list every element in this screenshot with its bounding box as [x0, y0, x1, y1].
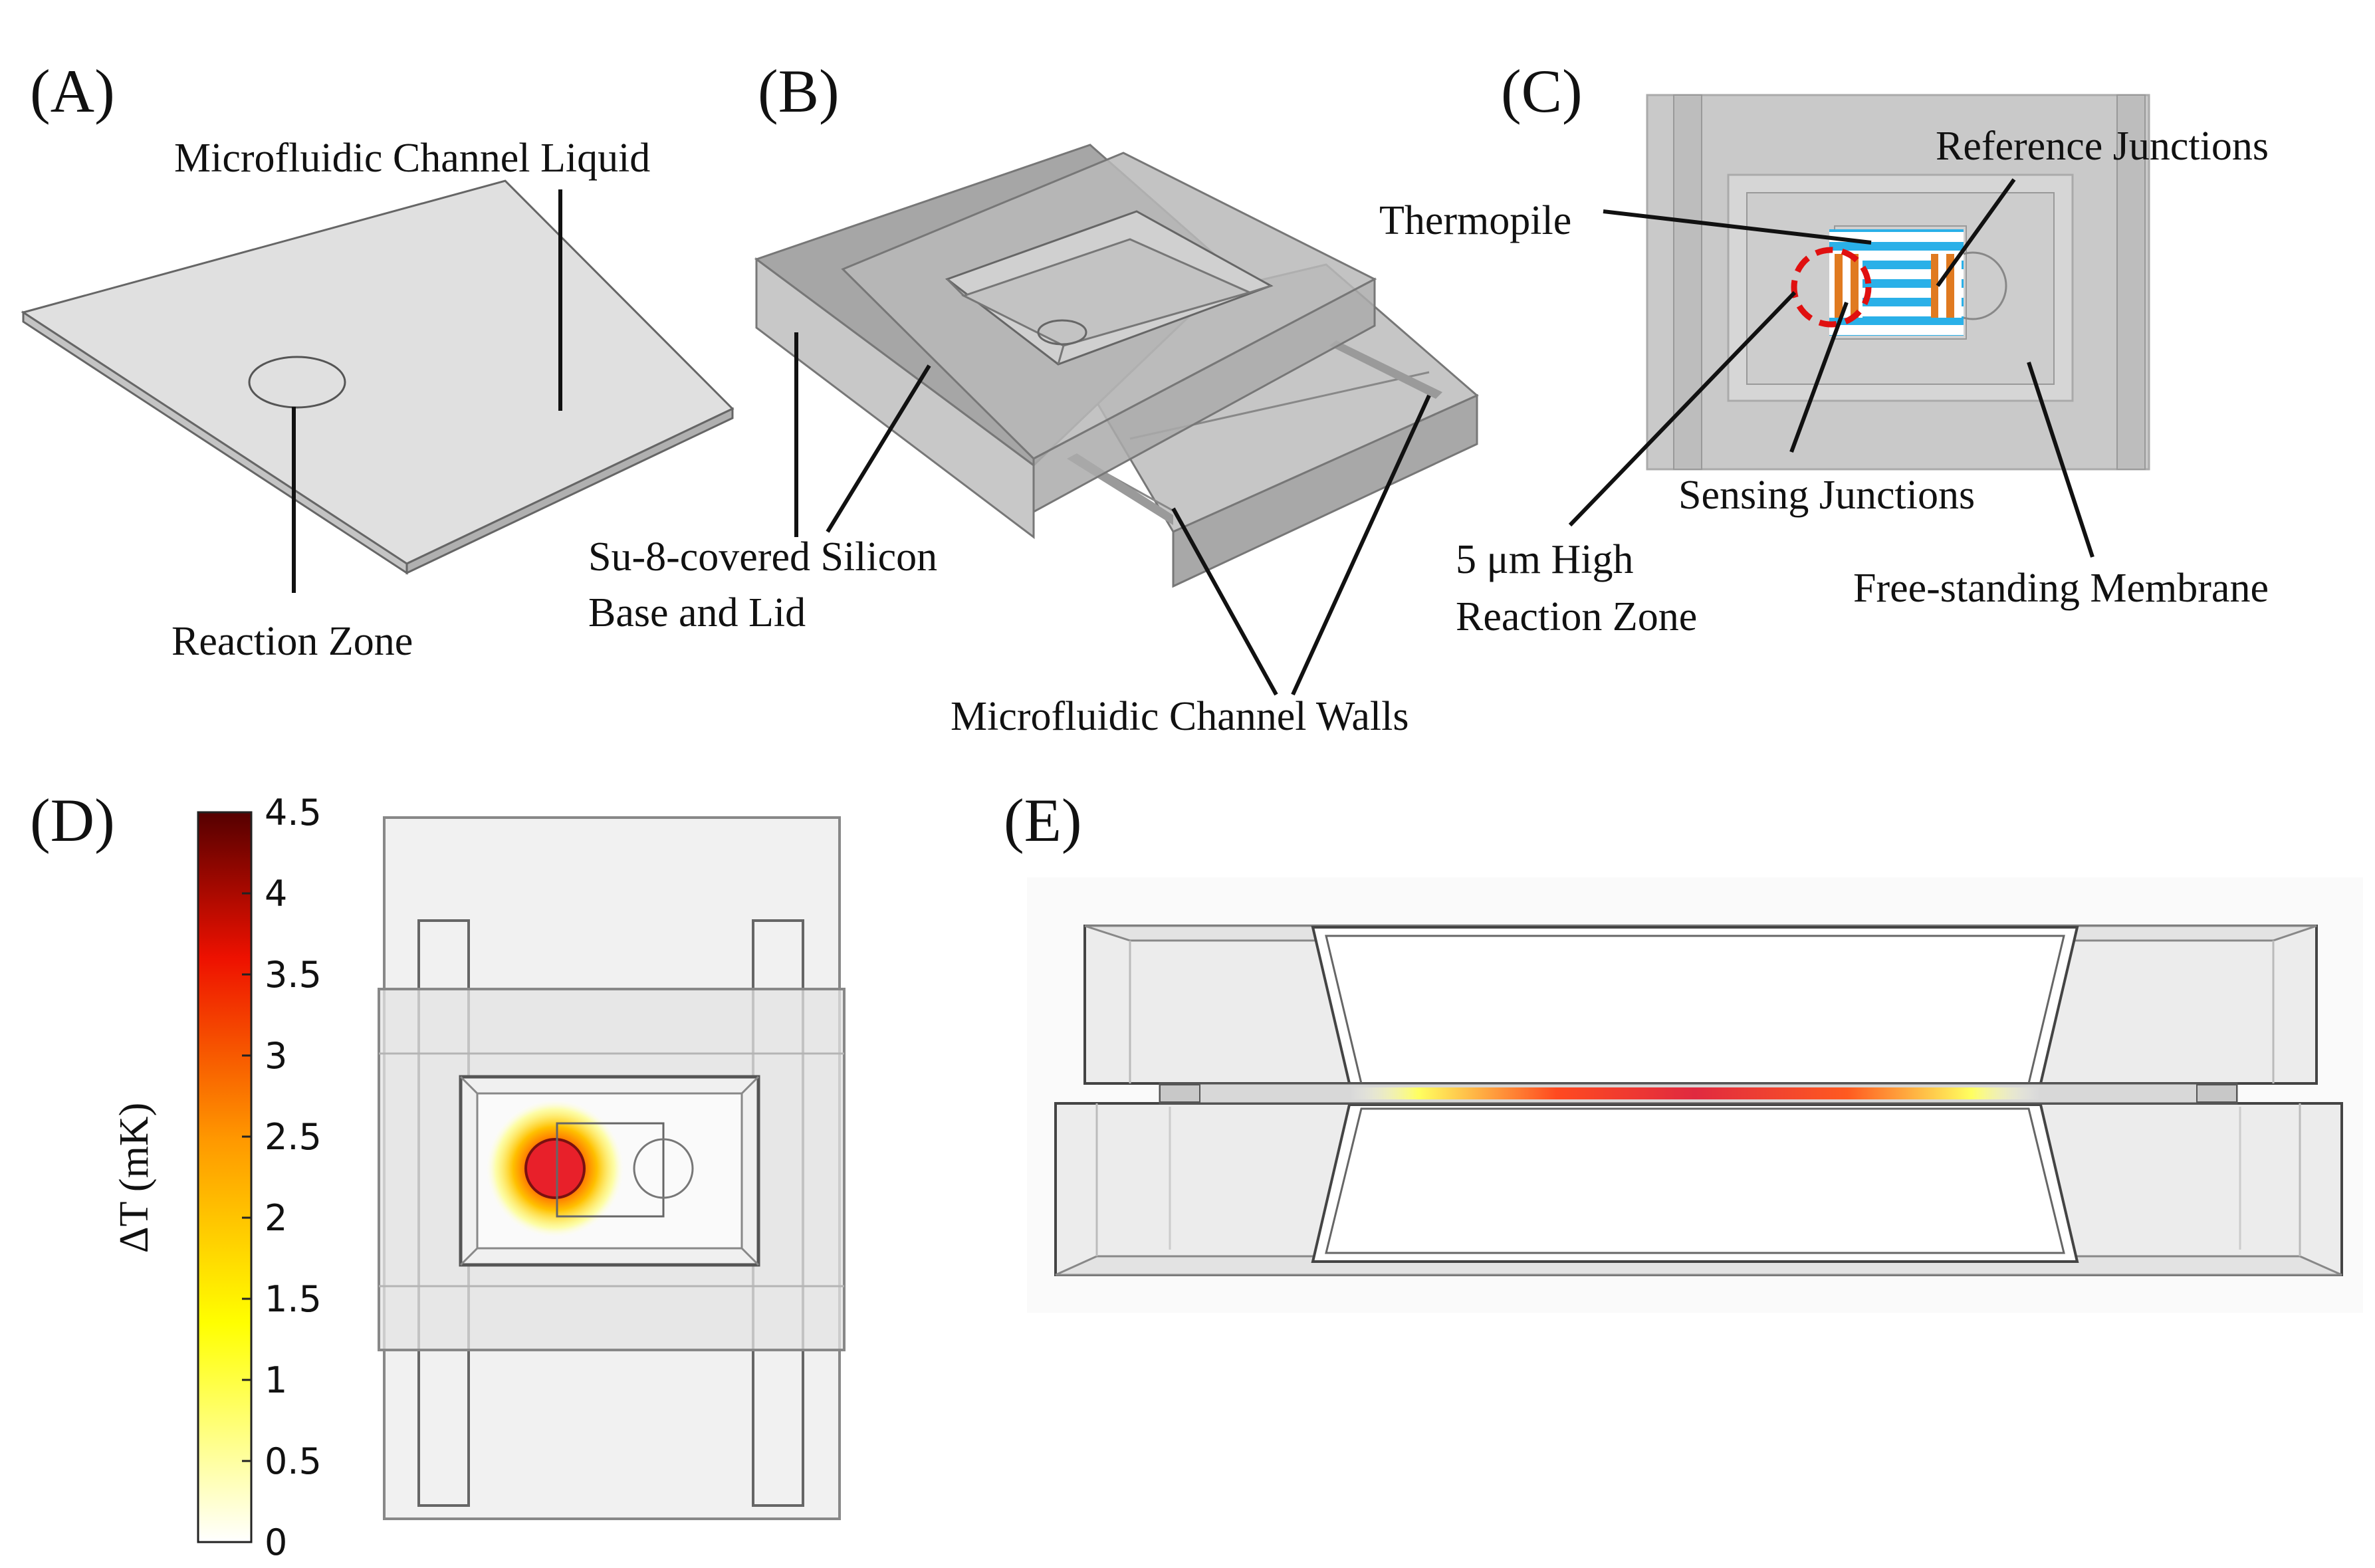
label-sensing-junctions: Sensing Junctions [1678, 473, 1975, 518]
leader-wall-left [1171, 507, 1278, 696]
leader-base [826, 364, 931, 533]
colorbar-tick-label: 4 [265, 873, 287, 915]
colorbar-tick-label: 1 [265, 1359, 287, 1401]
panel-e-letter: (E) [1004, 786, 1081, 854]
panel-a: (A) Microfluidic Channel Liquid Reaction… [21, 57, 735, 664]
label-membrane: Free-standing Membrane [1853, 566, 2269, 611]
reaction-zone-outline [248, 356, 346, 409]
label-base-lid-line1: Su-8-covered Silicon [588, 534, 937, 580]
label-base-lid-line2: Base and Lid [588, 590, 806, 635]
colorbar-tick-label: 3.5 [265, 954, 322, 996]
colorbar-ticks: 0 0.5 1 1.5 2 2.5 3 3.5 4 4.5 [242, 792, 322, 1563]
reaction-zone-dashed [1791, 247, 1872, 328]
panel-c-letter: (C) [1501, 57, 1583, 125]
colorbar-tick-label: 2 [265, 1197, 287, 1239]
colorbar [197, 811, 253, 1543]
leader-reaction-zone-c [1568, 290, 1797, 527]
colorbar-tick-label: 3 [265, 1035, 287, 1077]
colorbar-tick-label: 0 [265, 1521, 287, 1563]
label-reaction-zone-line2: Reaction Zone [1456, 594, 1697, 639]
panel-b-letter: (B) [758, 57, 840, 125]
reference-junctions [1931, 254, 1962, 318]
panel-d-letter: (D) [30, 786, 115, 854]
leader-membrane [2027, 362, 2094, 558]
colorbar-label: ΔT (mK) [112, 1103, 157, 1253]
panel-e: (E) [1004, 786, 2363, 1313]
label-channel-liquid: Microfluidic Channel Liquid [174, 136, 650, 181]
leader-sensing [1789, 301, 1849, 453]
colorbar-tick-label: 0.5 [265, 1440, 322, 1482]
colorbar-tick-label: 4.5 [265, 792, 322, 834]
label-reaction-zone: Reaction Zone [171, 619, 413, 664]
label-reference-junctions: Reference Junctions [1936, 124, 2269, 169]
label-reaction-zone-line1: 5 μm High [1456, 537, 1633, 582]
panel-c: (C) Thermopile Reference Junctions Sensi… [1379, 57, 2269, 639]
device-3d-model [754, 144, 1479, 588]
channel-liquid-slab [21, 179, 735, 575]
colorbar-tick-label: 1.5 [265, 1278, 322, 1320]
leader-thermopile [1603, 209, 1872, 245]
label-channel-walls: Microfluidic Channel Walls [951, 694, 1409, 739]
heat-top-view [378, 816, 846, 1520]
panel-a-letter: (A) [30, 57, 115, 125]
panel-b: (B) Su-8-covered Silicon [588, 57, 1479, 739]
heat-line [1349, 1087, 2041, 1099]
leader-wall-right [1291, 394, 1431, 696]
label-thermopile: Thermopile [1379, 198, 1571, 243]
heat-side-view [1054, 925, 2343, 1276]
colorbar-tick-label: 2.5 [265, 1116, 322, 1158]
panel-d: (D) 0 0.5 1 1.5 2 2.5 3 3.5 4 4.5 ΔT (mK) [30, 786, 846, 1563]
leader-reference [1936, 178, 2016, 287]
